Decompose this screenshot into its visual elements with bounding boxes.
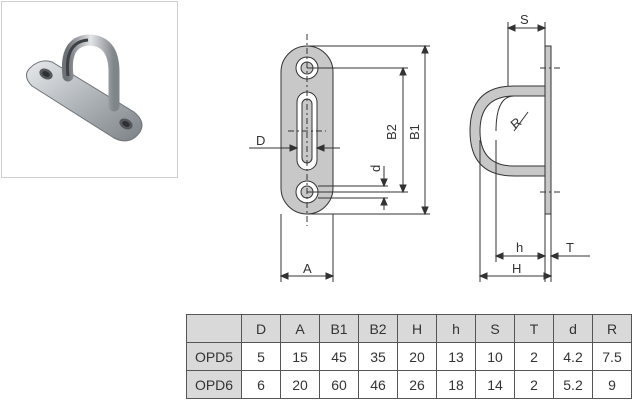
cell-H: 26 — [397, 370, 437, 399]
row-model: OPD5 — [186, 342, 242, 371]
cell-A: 15 — [280, 342, 320, 371]
dim-label-S: S — [520, 12, 529, 27]
cell-D: 5 — [241, 342, 281, 371]
cell-A: 20 — [280, 370, 320, 399]
header-h: h — [436, 314, 476, 343]
pad-eye-photo-icon — [26, 34, 143, 142]
cell-B1: 45 — [319, 342, 359, 371]
cell-S: 14 — [475, 370, 515, 399]
header-S: S — [475, 314, 515, 343]
header-T: T — [514, 314, 554, 343]
header-D: D — [241, 314, 281, 343]
cell-R: 9 — [592, 370, 632, 399]
dim-label-T: T — [566, 240, 574, 255]
cell-B1: 60 — [319, 370, 359, 399]
table-row: OPD6 6 20 60 46 26 18 14 2 5.2 9 — [186, 370, 632, 399]
front-view — [249, 34, 430, 282]
header-H: H — [397, 314, 437, 343]
technical-drawing: D A B2 B1 d S R h H T — [249, 12, 590, 282]
dim-label-R: R — [507, 114, 524, 132]
cell-B2: 46 — [358, 370, 398, 399]
header-d: d — [553, 314, 593, 343]
cell-h: 13 — [436, 342, 476, 371]
dim-label-D: D — [256, 133, 265, 148]
header-B2: B2 — [358, 314, 398, 343]
table-row: OPD5 5 15 45 35 20 13 10 2 4.2 7.5 — [186, 342, 632, 371]
dim-label-h: h — [516, 240, 523, 255]
cell-T: 2 — [514, 342, 554, 371]
cell-D: 6 — [241, 370, 281, 399]
cell-H: 20 — [397, 342, 437, 371]
header-A: A — [280, 314, 320, 343]
dim-label-B2: B2 — [384, 124, 399, 140]
header-B1: B1 — [319, 314, 359, 343]
spec-table: D A B1 B2 H h S T d R OPD5 5 15 45 35 20… — [186, 314, 632, 399]
cell-B2: 35 — [358, 342, 398, 371]
cell-R: 7.5 — [592, 342, 632, 371]
side-view — [469, 22, 590, 282]
cell-d: 4.2 — [553, 342, 593, 371]
table-header-row: D A B1 B2 H h S T d R — [186, 314, 632, 343]
cell-h: 18 — [436, 370, 476, 399]
cell-S: 10 — [475, 342, 515, 371]
row-model: OPD6 — [186, 370, 242, 399]
product-photo — [1, 1, 178, 178]
dim-label-H: H — [512, 261, 521, 276]
dim-label-B1: B1 — [407, 124, 422, 140]
header-corner — [186, 314, 242, 343]
cell-T: 2 — [514, 370, 554, 399]
dim-label-d: d — [368, 165, 383, 172]
header-R: R — [592, 314, 632, 343]
dim-label-A: A — [303, 261, 312, 276]
cell-d: 5.2 — [553, 370, 593, 399]
